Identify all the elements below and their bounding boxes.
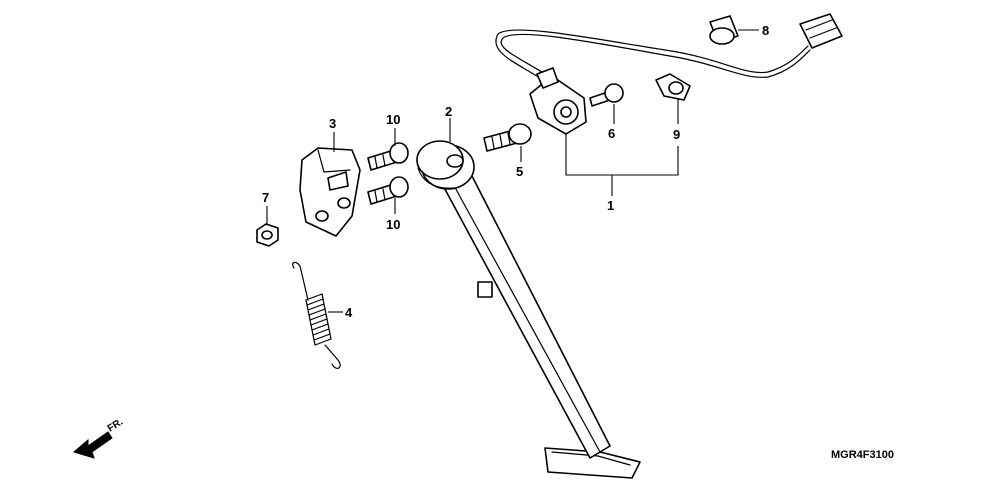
callout-7: 7 (262, 190, 269, 205)
front-label: FR. (106, 417, 126, 435)
callout-8: 8 (762, 23, 769, 38)
leader-lines (266, 29, 759, 313)
switch-screw (589, 83, 624, 107)
flange-bolt-upper (367, 142, 409, 171)
clip (655, 73, 691, 101)
flange-bolt-lower (367, 176, 409, 205)
side-stand (416, 140, 641, 479)
bracket (299, 147, 361, 237)
pivot-bolt (483, 123, 532, 152)
front-direction-indicator: FR. (72, 417, 126, 459)
callout-6: 6 (608, 126, 615, 141)
nut (256, 223, 279, 247)
diagram-code: MGR4F3100 (831, 449, 894, 461)
callout-10-lower: 10 (386, 217, 400, 232)
side-stand-switch (495, 13, 843, 135)
callout-4: 4 (345, 305, 353, 320)
clamp (709, 15, 739, 45)
spring (292, 261, 341, 369)
callout-3: 3 (329, 116, 336, 131)
callout-1: 1 (607, 198, 614, 213)
callout-2: 2 (445, 104, 452, 119)
front-arrow-icon (72, 431, 113, 459)
callout-5: 5 (516, 164, 523, 179)
callout-10-upper: 10 (386, 112, 400, 127)
callout-9: 9 (673, 127, 680, 142)
